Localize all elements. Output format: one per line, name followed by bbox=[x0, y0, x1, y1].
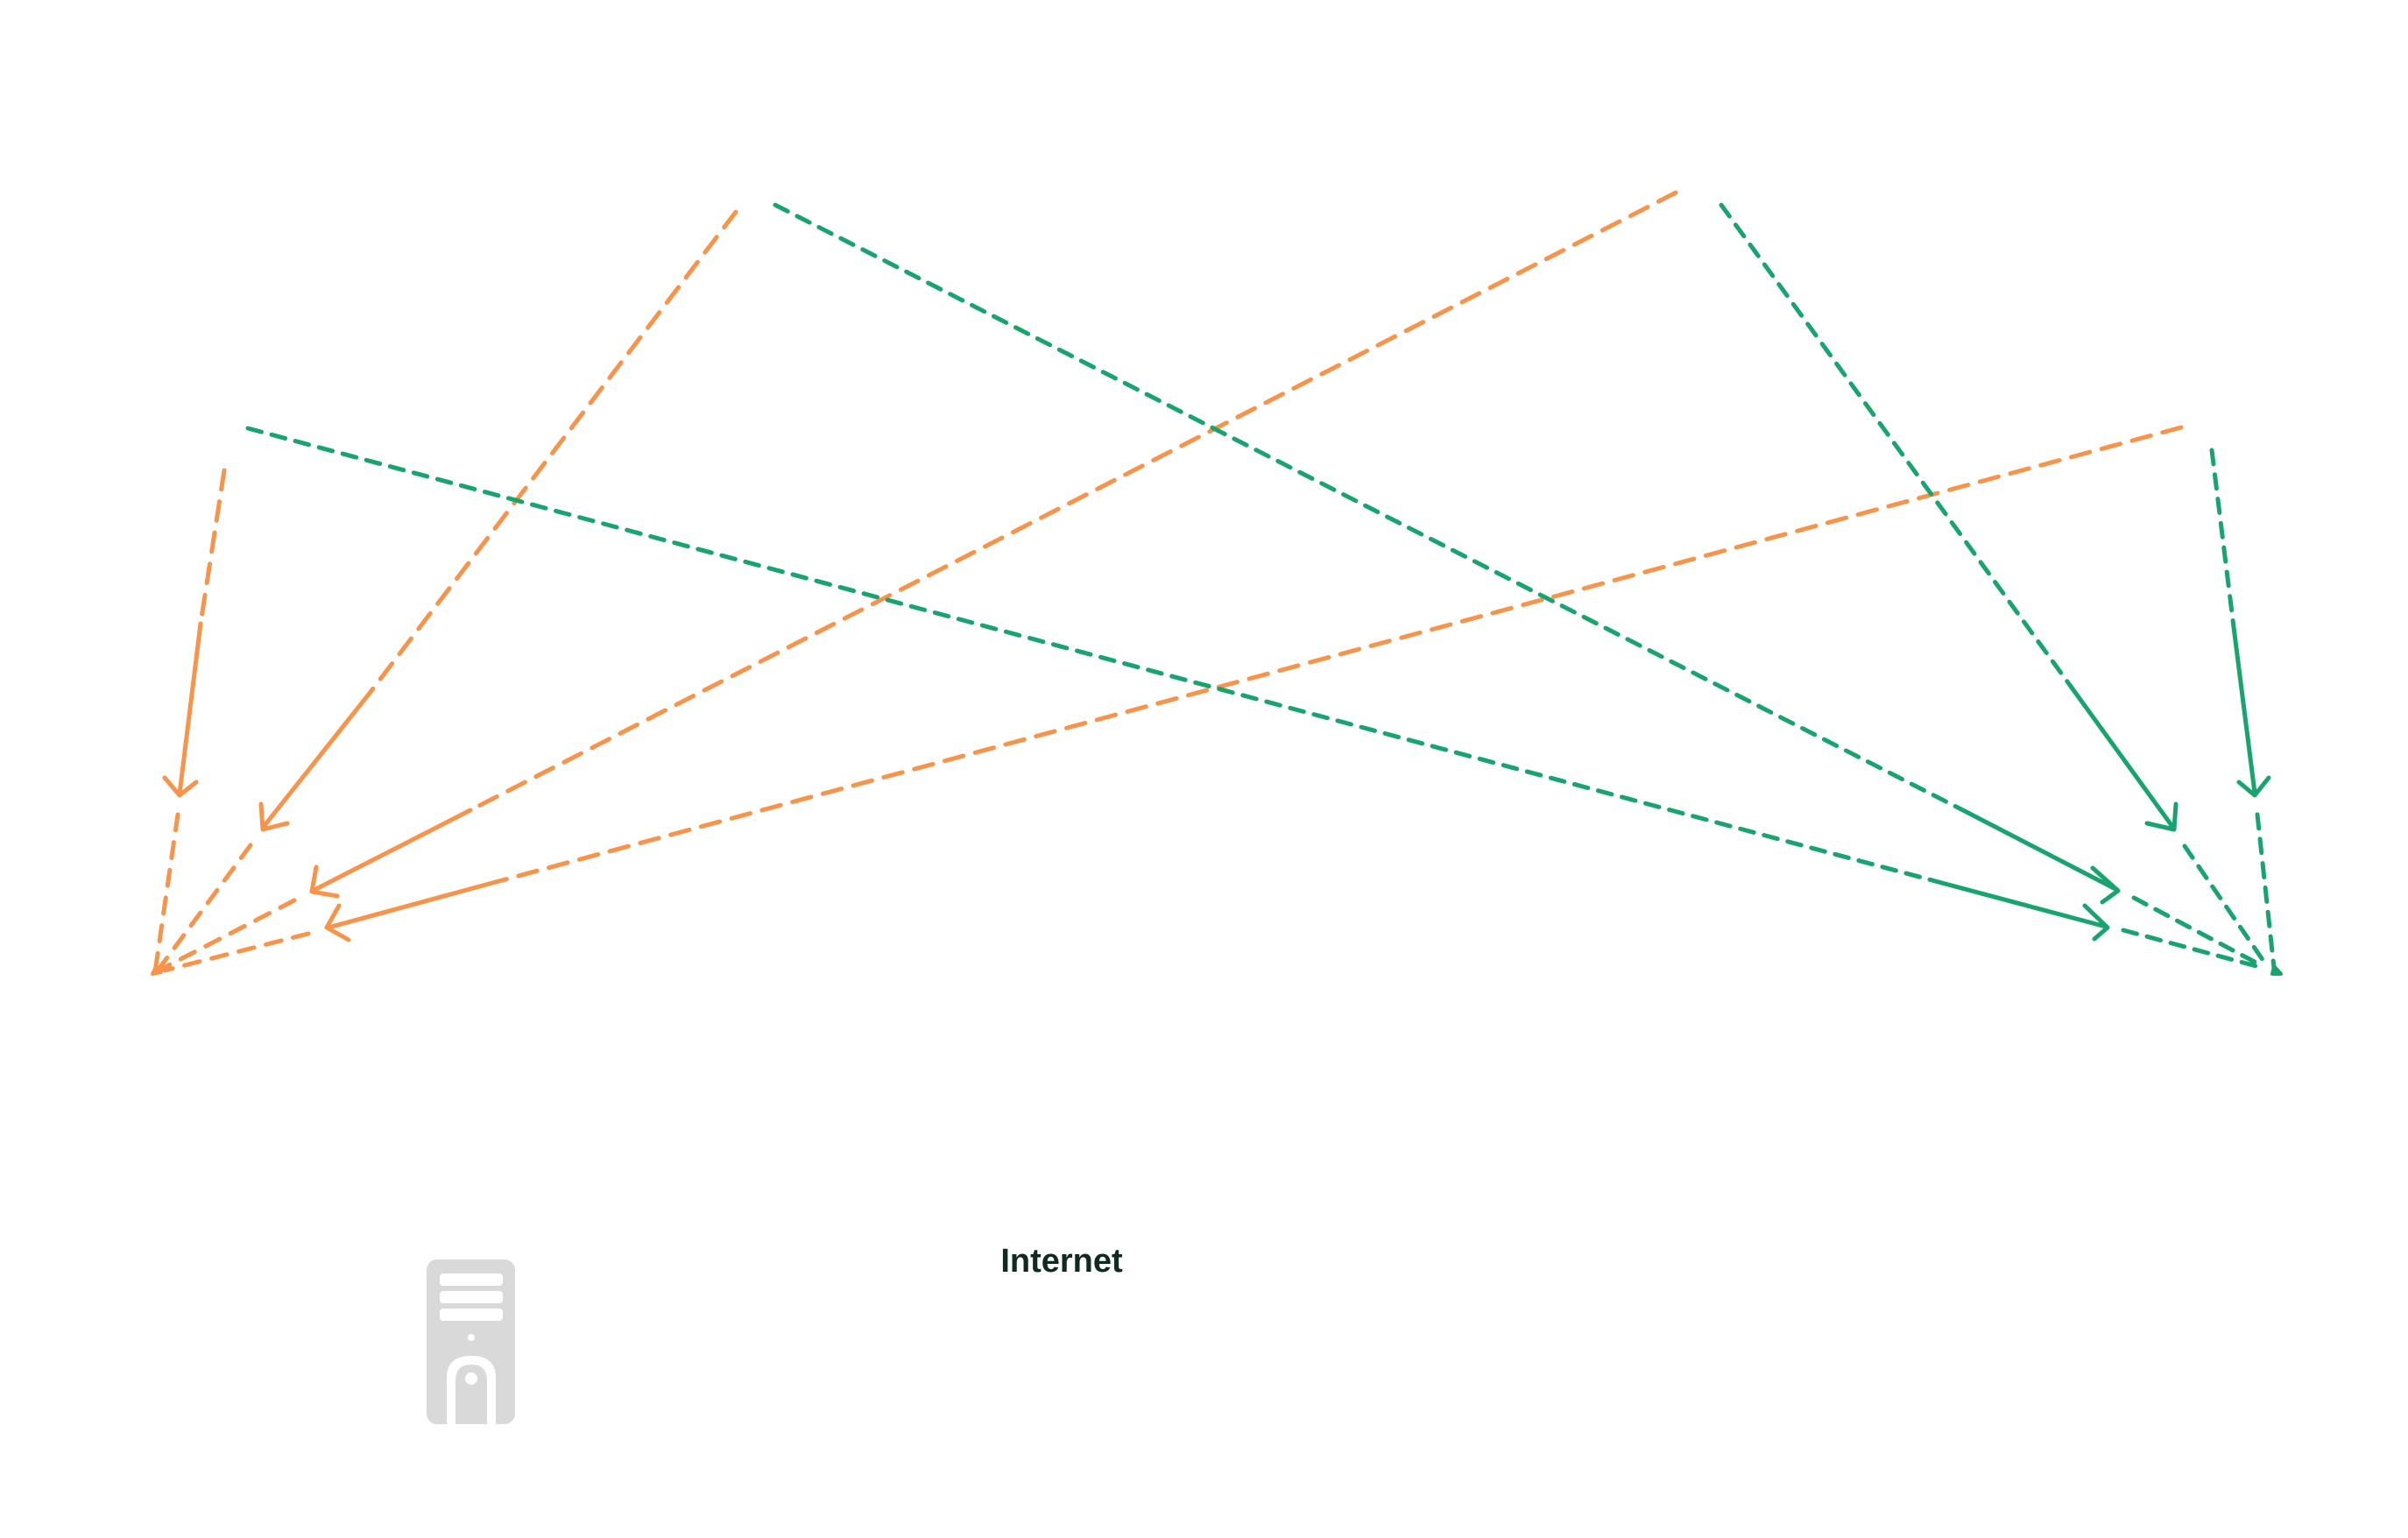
green-flow-4-arrowhead bbox=[2236, 775, 2271, 798]
green-flow-4-solid bbox=[2231, 624, 2257, 795]
orange-convergence-point bbox=[151, 965, 163, 976]
server-power-button bbox=[465, 1372, 477, 1385]
orange-flows bbox=[151, 190, 2184, 976]
server-led bbox=[468, 1334, 475, 1341]
orange-flow-4-dashed-in bbox=[493, 425, 2184, 885]
green-flow-2-dashed-in bbox=[773, 202, 1964, 812]
orange-flow-4-solid bbox=[326, 879, 498, 930]
server-drive-bay-3 bbox=[440, 1309, 503, 1321]
internet-label: Internet bbox=[1000, 1243, 1123, 1280]
orange-flow-3-dashed-out bbox=[159, 898, 297, 971]
orange-flow-1 bbox=[152, 468, 227, 975]
orange-flow-1-dashed-out bbox=[152, 812, 180, 975]
server-door-inner bbox=[455, 1365, 487, 1424]
green-flow-2-solid bbox=[1959, 807, 2120, 892]
green-flow-1 bbox=[245, 426, 2265, 970]
orange-flow-4-arrowhead bbox=[324, 903, 351, 942]
green-flows bbox=[245, 202, 2283, 976]
server-drive-bay-1 bbox=[440, 1273, 503, 1286]
orange-flow-2-arrowhead bbox=[258, 801, 290, 832]
orange-flow-4 bbox=[162, 425, 2184, 973]
green-flow-3-solid bbox=[2069, 685, 2176, 830]
orange-flow-1-dashed-in bbox=[198, 468, 227, 626]
orange-flow-2-solid bbox=[260, 689, 373, 830]
green-flow-3-dashed-in bbox=[1719, 202, 2074, 690]
orange-flow-1-solid bbox=[177, 621, 203, 796]
green-flow-1-dashed-out bbox=[2121, 928, 2265, 970]
green-flow-1-dashed-in bbox=[245, 426, 1941, 885]
green-convergence-point bbox=[2270, 964, 2283, 976]
server-drive-bay-2 bbox=[440, 1291, 503, 1303]
green-flow-1-solid bbox=[1936, 879, 2108, 929]
green-flow-1-arrowhead bbox=[2082, 903, 2110, 942]
orange-flow-2-dashed-out bbox=[155, 843, 253, 973]
orange-flow-3-arrowhead bbox=[309, 864, 340, 899]
green-flow-2-dashed-out bbox=[2131, 895, 2265, 969]
green-flow-3 bbox=[1719, 202, 2268, 966]
green-flow-4-dashed-out bbox=[2255, 812, 2277, 970]
orange-flow-4-dashed-out bbox=[162, 931, 311, 973]
green-flow-2 bbox=[773, 202, 2265, 969]
orange-flow-2 bbox=[155, 209, 738, 973]
green-flow-2-arrowhead bbox=[2090, 865, 2121, 905]
green-flow-3-dashed-out bbox=[2182, 843, 2268, 966]
orange-flow-2-dashed-in bbox=[368, 209, 738, 695]
green-flow-3-arrowhead bbox=[2144, 801, 2178, 832]
green-flow-4 bbox=[2209, 448, 2277, 970]
orange-flow-3-solid bbox=[310, 808, 473, 893]
orange-flow-3-dashed-in bbox=[468, 190, 1678, 813]
orange-flow-1-arrowhead bbox=[162, 775, 199, 798]
orange-flow-3 bbox=[159, 190, 1678, 971]
server-tower-icon bbox=[427, 1259, 515, 1424]
green-flow-4-dashed-in bbox=[2209, 448, 2236, 630]
